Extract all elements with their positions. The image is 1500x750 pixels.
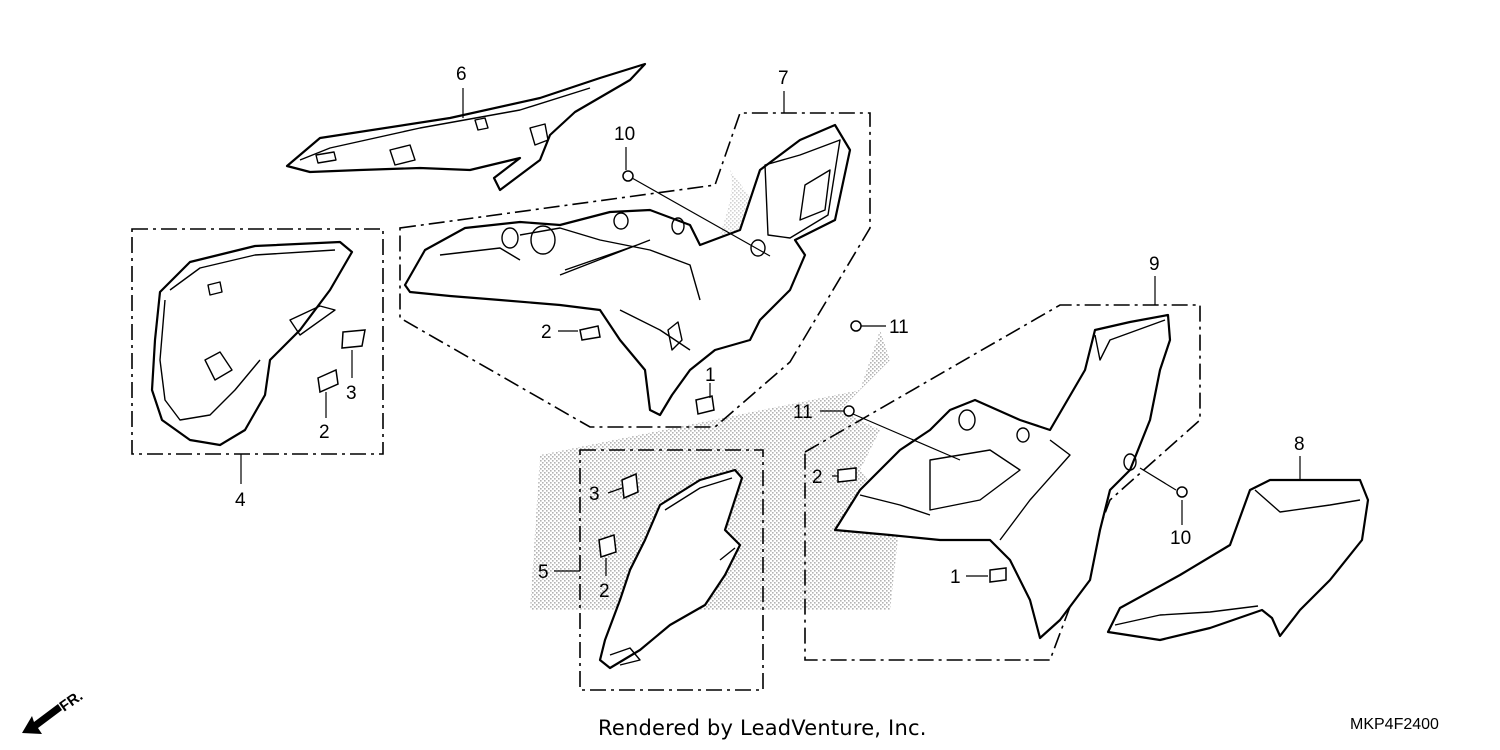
callout-2-left: 2	[319, 422, 330, 443]
front-arrow-icon	[22, 704, 62, 734]
part-7-inner-fairing	[403, 123, 852, 417]
callout-6: 6	[456, 64, 467, 85]
callout-1-upper: 1	[705, 365, 716, 386]
callout-2-right: 2	[812, 467, 823, 488]
group-box-5	[579, 449, 764, 691]
callout-5: 5	[538, 562, 549, 583]
front-label: FR.	[57, 687, 87, 715]
callout-3-lower: 3	[589, 484, 600, 505]
callout-8: 8	[1294, 434, 1305, 455]
group-box-9	[804, 304, 1201, 661]
part-5-lower-panel	[598, 468, 744, 670]
callout-10-upper: 10	[614, 124, 635, 145]
front-direction-indicator: FR.	[22, 687, 86, 734]
callout-11-lower: 11	[793, 402, 813, 423]
callout-4: 4	[235, 490, 246, 511]
callout-1-lower: 1	[950, 567, 961, 588]
leader-lines	[240, 88, 1301, 577]
part-6-upper-cowl	[285, 62, 647, 192]
callout-11-upper: 11	[889, 317, 909, 338]
part-8-lower-cowl	[1106, 478, 1370, 642]
part-4-side-panel	[150, 240, 354, 447]
group-box-7	[399, 112, 871, 428]
callout-7: 7	[778, 68, 789, 89]
group-box-4	[131, 228, 384, 455]
callout-2-lower: 2	[599, 581, 610, 602]
render-credit: Rendered by LeadVenture, Inc.	[598, 716, 927, 740]
part-9-right-inner-fairing	[833, 313, 1172, 640]
callout-3-left: 3	[346, 383, 357, 404]
callouts: 6 7 10 11 2 1 3 2 4 9 11 2 8 3 10 5 2 1	[235, 64, 1305, 602]
callout-10-lower: 10	[1170, 528, 1191, 549]
callout-9: 9	[1149, 254, 1160, 275]
callout-2-center: 2	[541, 322, 552, 343]
small-parts	[317, 170, 1188, 583]
diagram-code: MKP4F2400	[1350, 716, 1439, 733]
